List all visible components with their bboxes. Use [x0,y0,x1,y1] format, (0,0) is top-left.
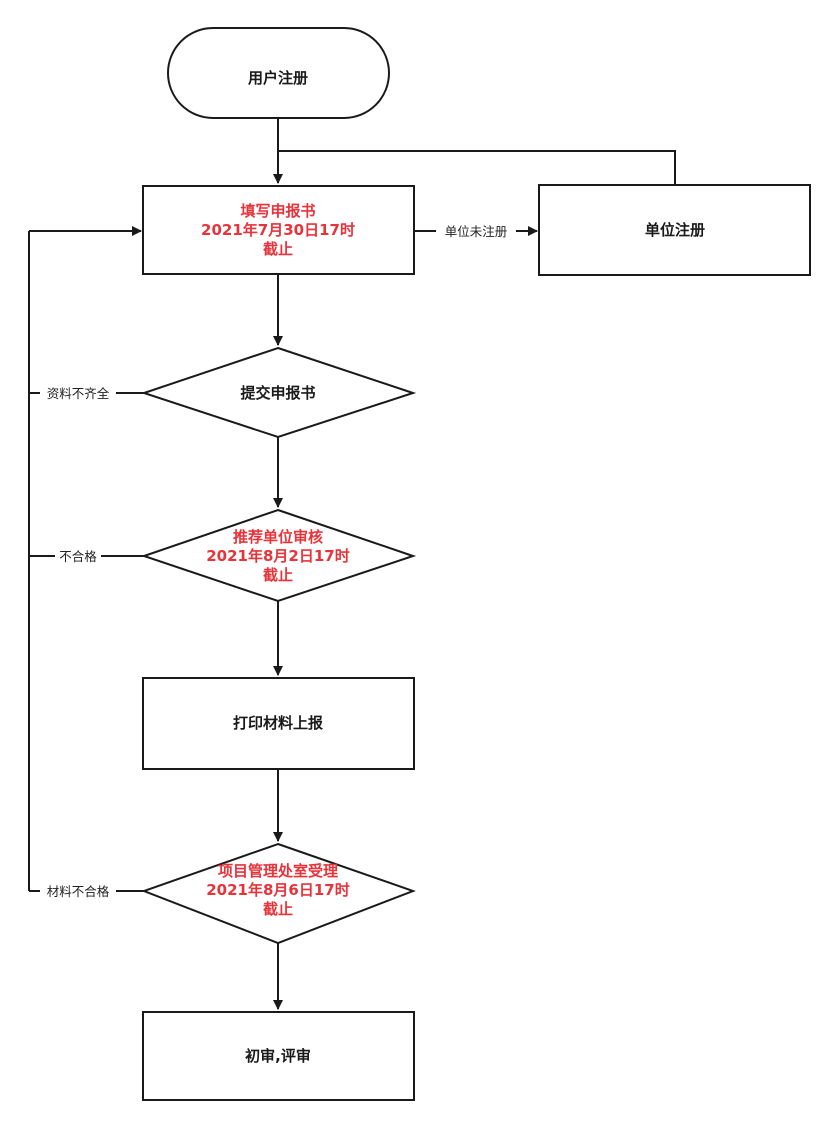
fill-application-line-1: 填写申报书 [240,202,315,220]
print-materials-line-1: 打印材料上报 [233,714,323,732]
node-unit-register-label: 单位注册 [645,221,705,239]
fill-application-line-3: 截止 [263,240,293,258]
fill-application-line-2: 2021年7月30日17时 [201,221,355,239]
process-box [142,1011,415,1101]
edge-label-incomplete-materials: 资料不齐全 [47,386,110,401]
node-user-register: 用户注册 [167,27,390,119]
unit-review-line-1: 推荐单位审核 [233,528,323,546]
node-user-register-label: 用户注册 [248,69,308,87]
node-preliminary-review: 初审,评审 [142,1011,415,1101]
node-submit-application: 提交申报书 [140,346,417,439]
decision-diamond [140,346,417,439]
submit-application-line-1: 提交申报书 [240,384,315,402]
node-preliminary-review-label: 初审,评审 [245,1047,311,1065]
process-box [538,184,811,276]
process-box [142,677,415,770]
user-register-line-1: 用户注册 [248,69,308,87]
decision-diamond [141,842,416,945]
unit-register-line-1: 单位注册 [645,221,705,239]
preliminary-review-line-1: 初审,评审 [245,1047,311,1065]
node-print-materials: 打印材料上报 [142,677,415,770]
connector-unit-register-to-main [278,150,676,185]
unit-review-line-3: 截止 [263,566,293,584]
node-unit-register: 单位注册 [538,184,811,276]
process-box [142,185,415,275]
edge-label-not-qualified: 不合格 [59,549,97,564]
edge-labels: 单位未注册 资料不齐全 不合格 材料不合格 [40,222,516,900]
edge-label-unit-not-registered: 单位未注册 [445,224,508,239]
connectors [28,118,676,1010]
office-acceptance-line-1: 项目管理处室受理 [218,862,338,880]
office-acceptance-line-3: 截止 [263,900,293,918]
unit-review-line-2: 2021年8月2日17时 [206,547,350,565]
terminal-shape [167,27,390,119]
node-submit-application-label: 提交申报书 [240,384,315,402]
edge-label-materials-not-qualified: 材料不合格 [47,884,110,899]
office-acceptance-line-2: 2021年8月6日17时 [206,881,350,899]
node-print-materials-label: 打印材料上报 [233,714,323,732]
decision-diamond [140,508,417,603]
